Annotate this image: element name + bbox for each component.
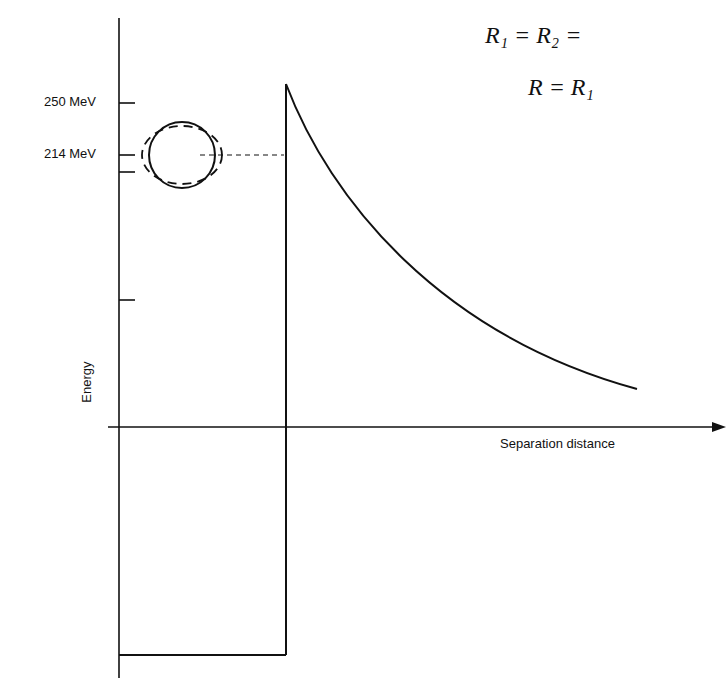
energy-level-line [200, 154, 284, 155]
energy-tick-label: 214 MeV [44, 147, 96, 161]
radius-equation: R = R₁ [528, 74, 594, 100]
tick-mark [119, 154, 135, 156]
coulomb-curve [286, 84, 637, 389]
distance-axis [108, 426, 716, 428]
axis-arrowhead [712, 422, 726, 432]
tick-mark [119, 102, 135, 104]
well-wall [285, 84, 287, 655]
axis-title: Energy [81, 361, 95, 402]
energy-axis [118, 18, 120, 678]
tick-mark [119, 299, 135, 301]
axis-title: Separation distance [500, 437, 615, 451]
well-bottom [119, 654, 286, 656]
tick-mark [119, 171, 135, 173]
radius-equation: R₁ = R₂ = [485, 22, 581, 48]
energy-tick-label: 250 MeV [44, 95, 96, 109]
deformed-nucleus [142, 126, 222, 184]
